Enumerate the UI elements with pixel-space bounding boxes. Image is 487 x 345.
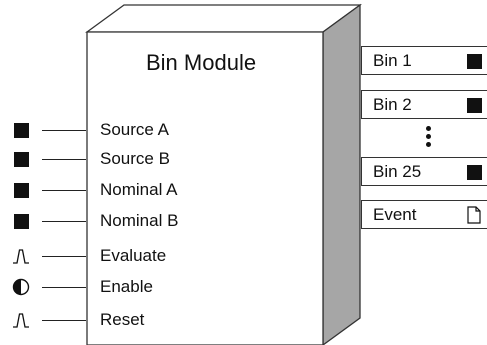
input-label: Source A (100, 120, 169, 139)
input-label: Reset (100, 310, 145, 329)
module-front-face (86, 31, 324, 345)
input-connector-line (42, 256, 86, 257)
input-connector-line (42, 159, 86, 160)
filled-square-icon (10, 211, 32, 231)
input-label: Evaluate (100, 246, 167, 265)
module-side-face (322, 3, 361, 345)
output-event: Event (361, 200, 487, 229)
filled-square-icon (10, 120, 32, 140)
pulse-icon (10, 310, 32, 330)
filled-square-icon (10, 149, 32, 169)
input-connector-line (42, 130, 86, 131)
document-icon (467, 206, 481, 224)
output-bin-2: Bin 2 (361, 90, 487, 119)
filled-square-icon (10, 180, 32, 200)
input-label: Enable (100, 277, 153, 296)
input-connector-line (42, 287, 86, 288)
module-title: Bin Module (146, 50, 257, 75)
input-label: Source B (100, 149, 170, 168)
input-connector-line (42, 320, 86, 321)
output-label: Bin 1 (373, 51, 412, 70)
filled-square-icon (467, 54, 482, 69)
pulse-icon (10, 246, 32, 266)
output-label: Bin 2 (373, 95, 412, 114)
half-circle-icon (10, 277, 32, 297)
input-label: Nominal A (100, 180, 178, 199)
module-top-face (85, 4, 362, 33)
filled-square-icon (467, 98, 482, 113)
output-label: Event (373, 205, 417, 224)
input-connector-line (42, 190, 86, 191)
output-label: Bin 25 (373, 162, 422, 181)
filled-square-icon (467, 165, 482, 180)
output-bin-1: Bin 1 (361, 46, 487, 75)
output-bin-25: Bin 25 (361, 157, 487, 186)
input-connector-line (42, 221, 86, 222)
input-label: Nominal B (100, 211, 179, 230)
vertical-ellipsis-icon (426, 126, 432, 150)
